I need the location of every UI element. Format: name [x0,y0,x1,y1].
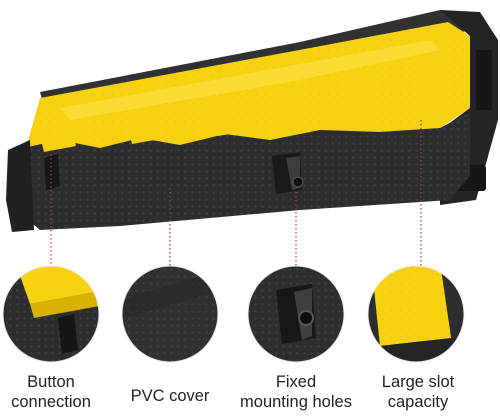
button-connection-slot [44,154,60,190]
left-end-block [6,140,34,232]
lid-tab [214,114,254,136]
leader-lines [50,120,422,268]
lid-tab [40,130,76,152]
caption-line: Large slot [381,373,455,391]
cable-protector-ramp [6,10,498,232]
caption-pvc-cover: PVC cover [110,386,230,406]
detail-circle-mounting-holes [247,265,345,363]
lid-tab [320,107,360,127]
detail-circle-slot-capacity [367,265,465,363]
detail-circle-button-connection [2,265,100,363]
caption-line: PVC cover [130,387,210,405]
lid-tab [128,122,166,144]
caption-line: Fixed [275,373,317,391]
caption-slot-capacity: Large slot capacity [364,372,472,412]
caption-line: connection [11,393,91,411]
mounting-hole [292,176,304,188]
caption-line: capacity [387,393,449,411]
caption-button-connection: Button connection [1,372,101,412]
caption-mounting-holes: Fixed mounting holes [230,372,362,412]
detail-circle-pvc-cover [121,265,219,363]
right-end-lug-upper [476,50,492,110]
caption-line: Button [27,373,75,391]
caption-line: mounting holes [240,393,352,411]
front-rubber-texture [10,112,470,230]
yellow-lid-highlight [60,40,440,120]
